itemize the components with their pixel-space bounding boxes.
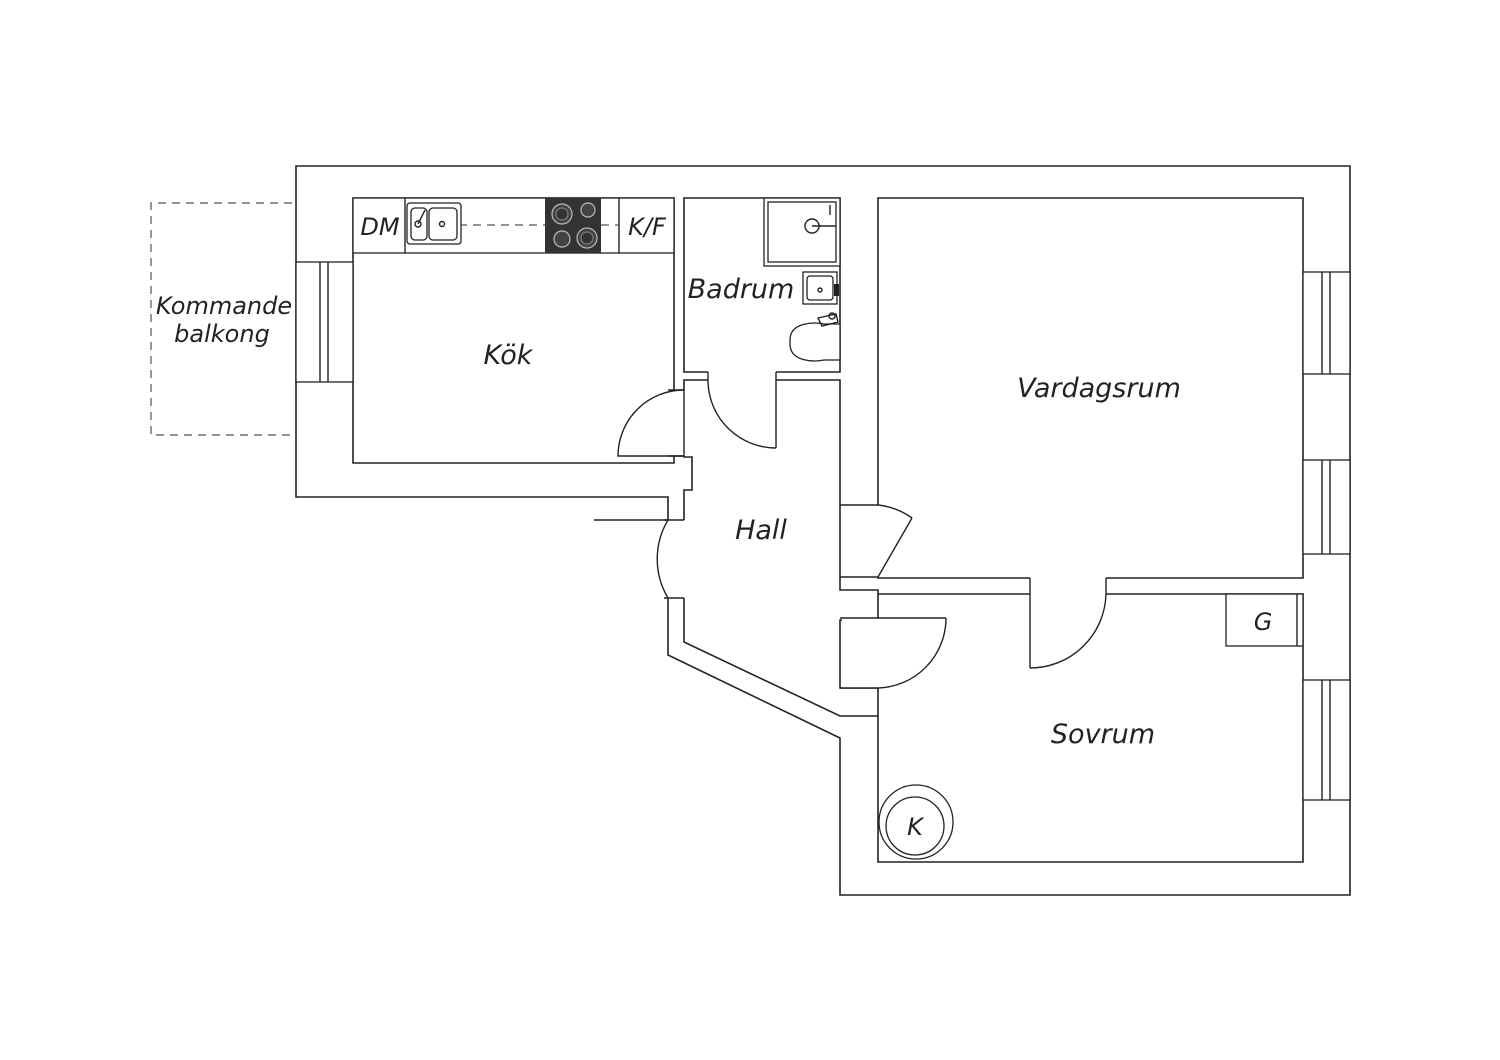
hall-bedroom-door-gap xyxy=(842,618,880,688)
balcony-label-line1: Kommande xyxy=(156,292,292,320)
dishwasher-label: DM xyxy=(360,213,399,241)
room-label-bedroom: Sovrum xyxy=(1051,719,1155,750)
fridge-freezer-label: K/F xyxy=(628,213,667,241)
walls xyxy=(295,165,1351,896)
sink-icon xyxy=(406,202,462,245)
room-label-hall: Hall xyxy=(735,515,787,546)
balcony-outline xyxy=(150,202,292,436)
entrance-door-gap xyxy=(664,520,688,598)
door-jambs xyxy=(664,372,1107,689)
windows xyxy=(295,261,1351,801)
kitchen-counter xyxy=(352,197,675,254)
doors xyxy=(594,381,1107,689)
tiled-stove-icon xyxy=(878,784,954,860)
room-label-living-room: Vardagsrum xyxy=(1017,373,1181,404)
balcony-label-line2: balkong xyxy=(174,320,270,348)
living-door-gap xyxy=(842,505,880,577)
shower-icon xyxy=(763,197,841,267)
wardrobe xyxy=(1225,593,1304,647)
wardrobe-label: G xyxy=(1254,608,1273,636)
washbasin-icon xyxy=(802,271,839,305)
bedroom-door-gap xyxy=(1030,576,1106,596)
bathroom-door-gap xyxy=(708,370,776,382)
kitchen-door-gap xyxy=(668,390,688,456)
tiled-stove-label: K xyxy=(907,813,925,841)
hob-icon xyxy=(545,198,601,253)
room-label-bathroom: Badrum xyxy=(688,274,795,305)
toilet-icon xyxy=(789,312,841,362)
room-label-kitchen: Kök xyxy=(484,340,534,371)
